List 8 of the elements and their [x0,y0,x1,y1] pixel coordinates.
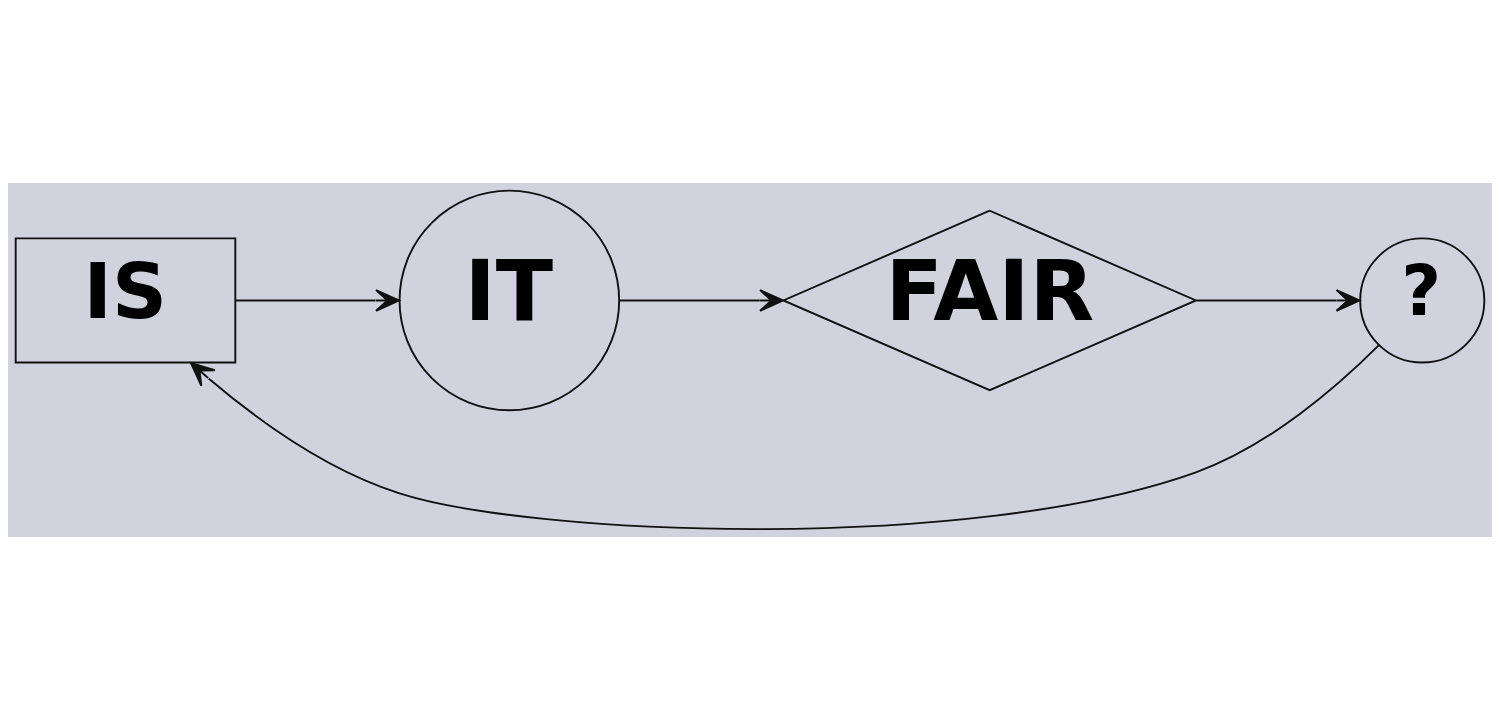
node-box: IS [14,237,237,364]
node-circle: IT [398,189,621,412]
node-diamond: FAIR [781,209,1199,392]
arrow [1195,289,1361,312]
arrow [234,289,400,312]
arrow [189,344,1380,531]
arrow [618,289,784,312]
node-circle: ? [1359,237,1486,364]
